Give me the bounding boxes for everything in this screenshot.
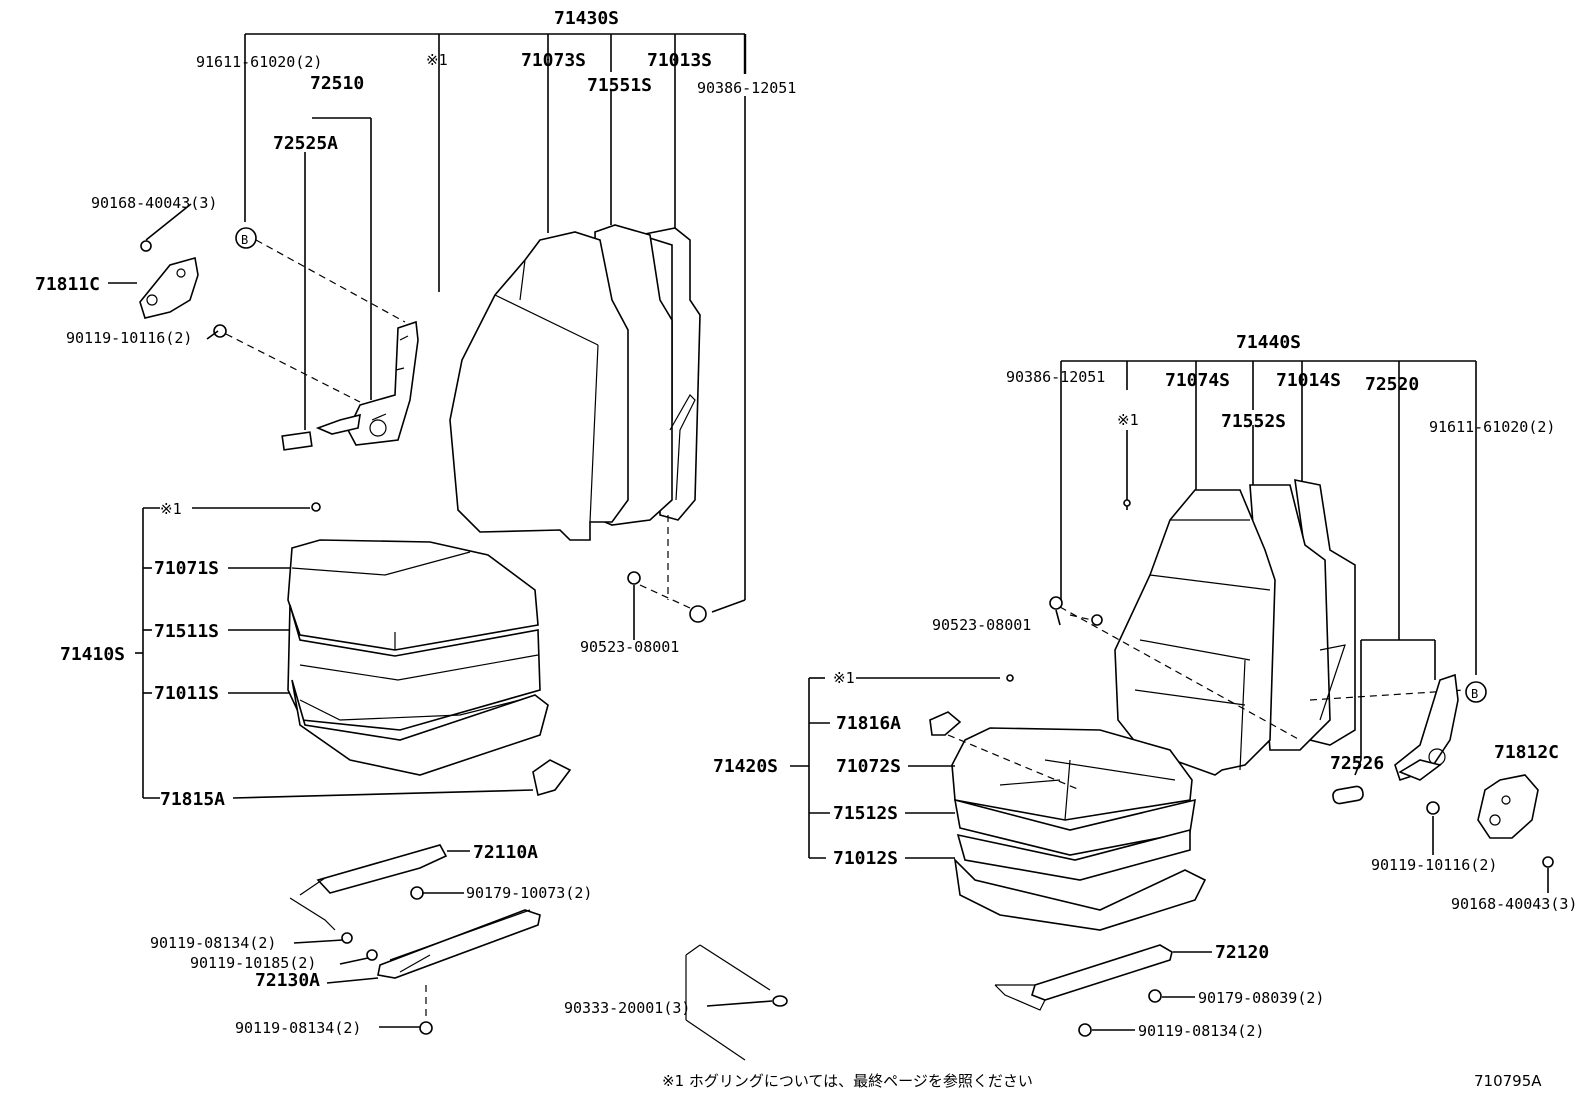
label-72120: 72120	[1215, 942, 1269, 963]
right-seat-cushion	[929, 674, 1207, 931]
label-90523-08001-right: 90523-08001	[932, 616, 1031, 634]
figure-id: 710795A	[1474, 1072, 1542, 1090]
label-71811C: 71811C	[35, 274, 100, 295]
label-71512S: 71512S	[833, 803, 898, 824]
label-71012S: 71012S	[833, 848, 898, 869]
label-71816A: 71816A	[836, 713, 901, 734]
label-71551S: 71551S	[587, 75, 652, 96]
footnote: ※1 ホグリングについては、最終ページを参照ください	[662, 1072, 1033, 1090]
left-seat-cushion	[287, 502, 707, 797]
label-72526: 72526	[1330, 753, 1384, 774]
label-71072S: 71072S	[836, 756, 901, 777]
label-90333-20001: 90333-20001(3)	[564, 999, 690, 1017]
right-seat-rail	[994, 944, 1212, 1037]
left-cushion-bracket	[135, 507, 534, 799]
label-90119-10185: 90119-10185(2)	[190, 954, 316, 972]
label-72510: 72510	[310, 73, 364, 94]
label-90386-12051-left: 90386-12051	[697, 79, 796, 97]
label-71011S: 71011S	[154, 683, 219, 704]
label-90179-10073: 90179-10073(2)	[466, 884, 592, 902]
label-71410S: 71410S	[60, 644, 125, 665]
right-seatback-bracket	[1060, 360, 1477, 760]
label-B-right: B	[1471, 687, 1478, 701]
label-90119-08134-a: 90119-08134(2)	[150, 934, 276, 952]
label-71071S: 71071S	[154, 558, 219, 579]
label-71552S: 71552S	[1221, 411, 1286, 432]
left-recliner-hinge	[281, 320, 419, 451]
label-90119-08134-b: 90119-08134(2)	[235, 1019, 361, 1037]
right-seatback	[1049, 478, 1466, 776]
label-71812C: 71812C	[1494, 742, 1559, 763]
label-71440S: 71440S	[1236, 332, 1301, 353]
label-note-1-d: ※1	[833, 669, 855, 687]
label-90179-08039: 90179-08039(2)	[1198, 989, 1324, 1007]
right-side-cover	[1477, 774, 1554, 868]
left-seatback	[449, 224, 701, 541]
label-71013S: 71013S	[647, 50, 712, 71]
part-labels: 71430S 91611-61020(2) ※1 71073S 71013S 7…	[35, 8, 1577, 1090]
label-71430S: 71430S	[554, 8, 619, 29]
right-recliner-hinge	[1332, 673, 1459, 815]
label-91611-61020-left: 91611-61020(2)	[196, 53, 322, 71]
label-90386-12051-right: 90386-12051	[1006, 368, 1105, 386]
label-72130A: 72130A	[255, 970, 320, 991]
label-71815A: 71815A	[160, 789, 225, 810]
left-seat-rails	[289, 844, 788, 1061]
label-note-1-b: ※1	[160, 500, 182, 518]
label-90523-08001-left: 90523-08001	[580, 638, 679, 656]
right-cushion-bracket	[790, 677, 1000, 859]
left-seatback-bracket	[244, 33, 747, 613]
label-72520: 72520	[1365, 374, 1419, 395]
label-note-1-c: ※1	[1117, 411, 1139, 429]
label-71073S: 71073S	[521, 50, 586, 71]
label-90119-10116-right: 90119-10116(2)	[1371, 856, 1497, 874]
label-90119-08134-c: 90119-08134(2)	[1138, 1022, 1264, 1040]
label-71014S: 71014S	[1276, 370, 1341, 391]
label-72525A: 72525A	[273, 133, 338, 154]
label-71420S: 71420S	[713, 756, 778, 777]
left-side-cover	[108, 239, 406, 403]
leader-lines	[145, 203, 1549, 893]
label-91611-61020-right: 91611-61020(2)	[1429, 418, 1555, 436]
label-71511S: 71511S	[154, 621, 219, 642]
label-90168-40043-left: 90168-40043(3)	[91, 194, 217, 212]
label-90168-40043-right: 90168-40043(3)	[1451, 895, 1577, 913]
label-90119-10116-left: 90119-10116(2)	[66, 329, 192, 347]
label-71074S: 71074S	[1165, 370, 1230, 391]
label-B-left: B	[241, 233, 248, 247]
label-note-1-a: ※1	[426, 51, 448, 69]
label-72110A: 72110A	[473, 842, 538, 863]
